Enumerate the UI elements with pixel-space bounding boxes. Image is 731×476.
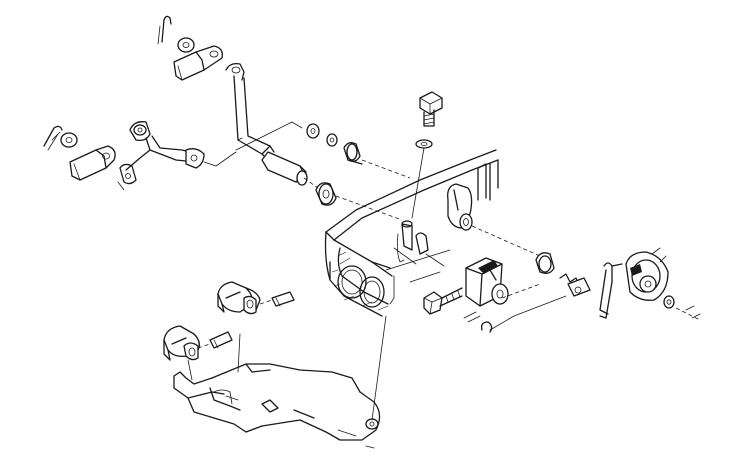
dashed-axis-2 xyxy=(335,195,403,221)
body-boss xyxy=(447,183,473,231)
upper-pin xyxy=(271,291,295,307)
lower-bushing xyxy=(315,182,337,206)
dashed-axis-pin-lower xyxy=(197,343,211,349)
right-tick-marks xyxy=(685,305,701,319)
dashed-axis-1 xyxy=(303,177,319,189)
return-spring-clip xyxy=(480,295,567,333)
throttle-post xyxy=(393,220,445,267)
left-rod-end xyxy=(69,145,116,181)
right-spring xyxy=(559,273,591,297)
upper-clamp xyxy=(217,281,261,315)
carburetor-body xyxy=(324,149,499,317)
right-cap xyxy=(535,252,555,274)
top-rod-end xyxy=(173,45,223,81)
left-bent-lever xyxy=(117,121,205,191)
middle-washer xyxy=(306,123,320,139)
left-washer xyxy=(60,132,78,148)
side-screw xyxy=(423,287,463,315)
dashed-axis-pin-upper xyxy=(259,299,273,305)
right-washer xyxy=(663,295,675,309)
bolt-axis-line xyxy=(411,147,425,219)
right-housing xyxy=(625,247,669,301)
middle-small-washer xyxy=(326,133,338,147)
leader-line-left xyxy=(203,151,237,167)
leader-line-clamp xyxy=(187,333,241,381)
bracket-bolt-axis xyxy=(371,315,387,421)
lower-clamp xyxy=(163,325,200,361)
left-cotter-pin xyxy=(43,125,63,151)
top-washer-center xyxy=(415,139,433,149)
dashed-axis-4 xyxy=(471,225,541,257)
lower-pin xyxy=(209,331,233,349)
small-spring-pin xyxy=(463,311,481,323)
long-crank-arm xyxy=(225,62,308,186)
throttle-shaft-assembly xyxy=(465,257,509,307)
top-cotter-pin xyxy=(157,15,172,45)
mounting-bracket xyxy=(173,363,381,449)
body-hatch-texture xyxy=(331,251,389,311)
leader-line-top xyxy=(235,121,303,151)
dashed-axis-right xyxy=(675,307,701,321)
top-washer xyxy=(177,37,195,53)
dashed-axis-3 xyxy=(361,159,411,179)
top-bolt xyxy=(419,91,443,127)
upper-bushing xyxy=(343,142,363,165)
right-link-rod xyxy=(599,262,623,319)
